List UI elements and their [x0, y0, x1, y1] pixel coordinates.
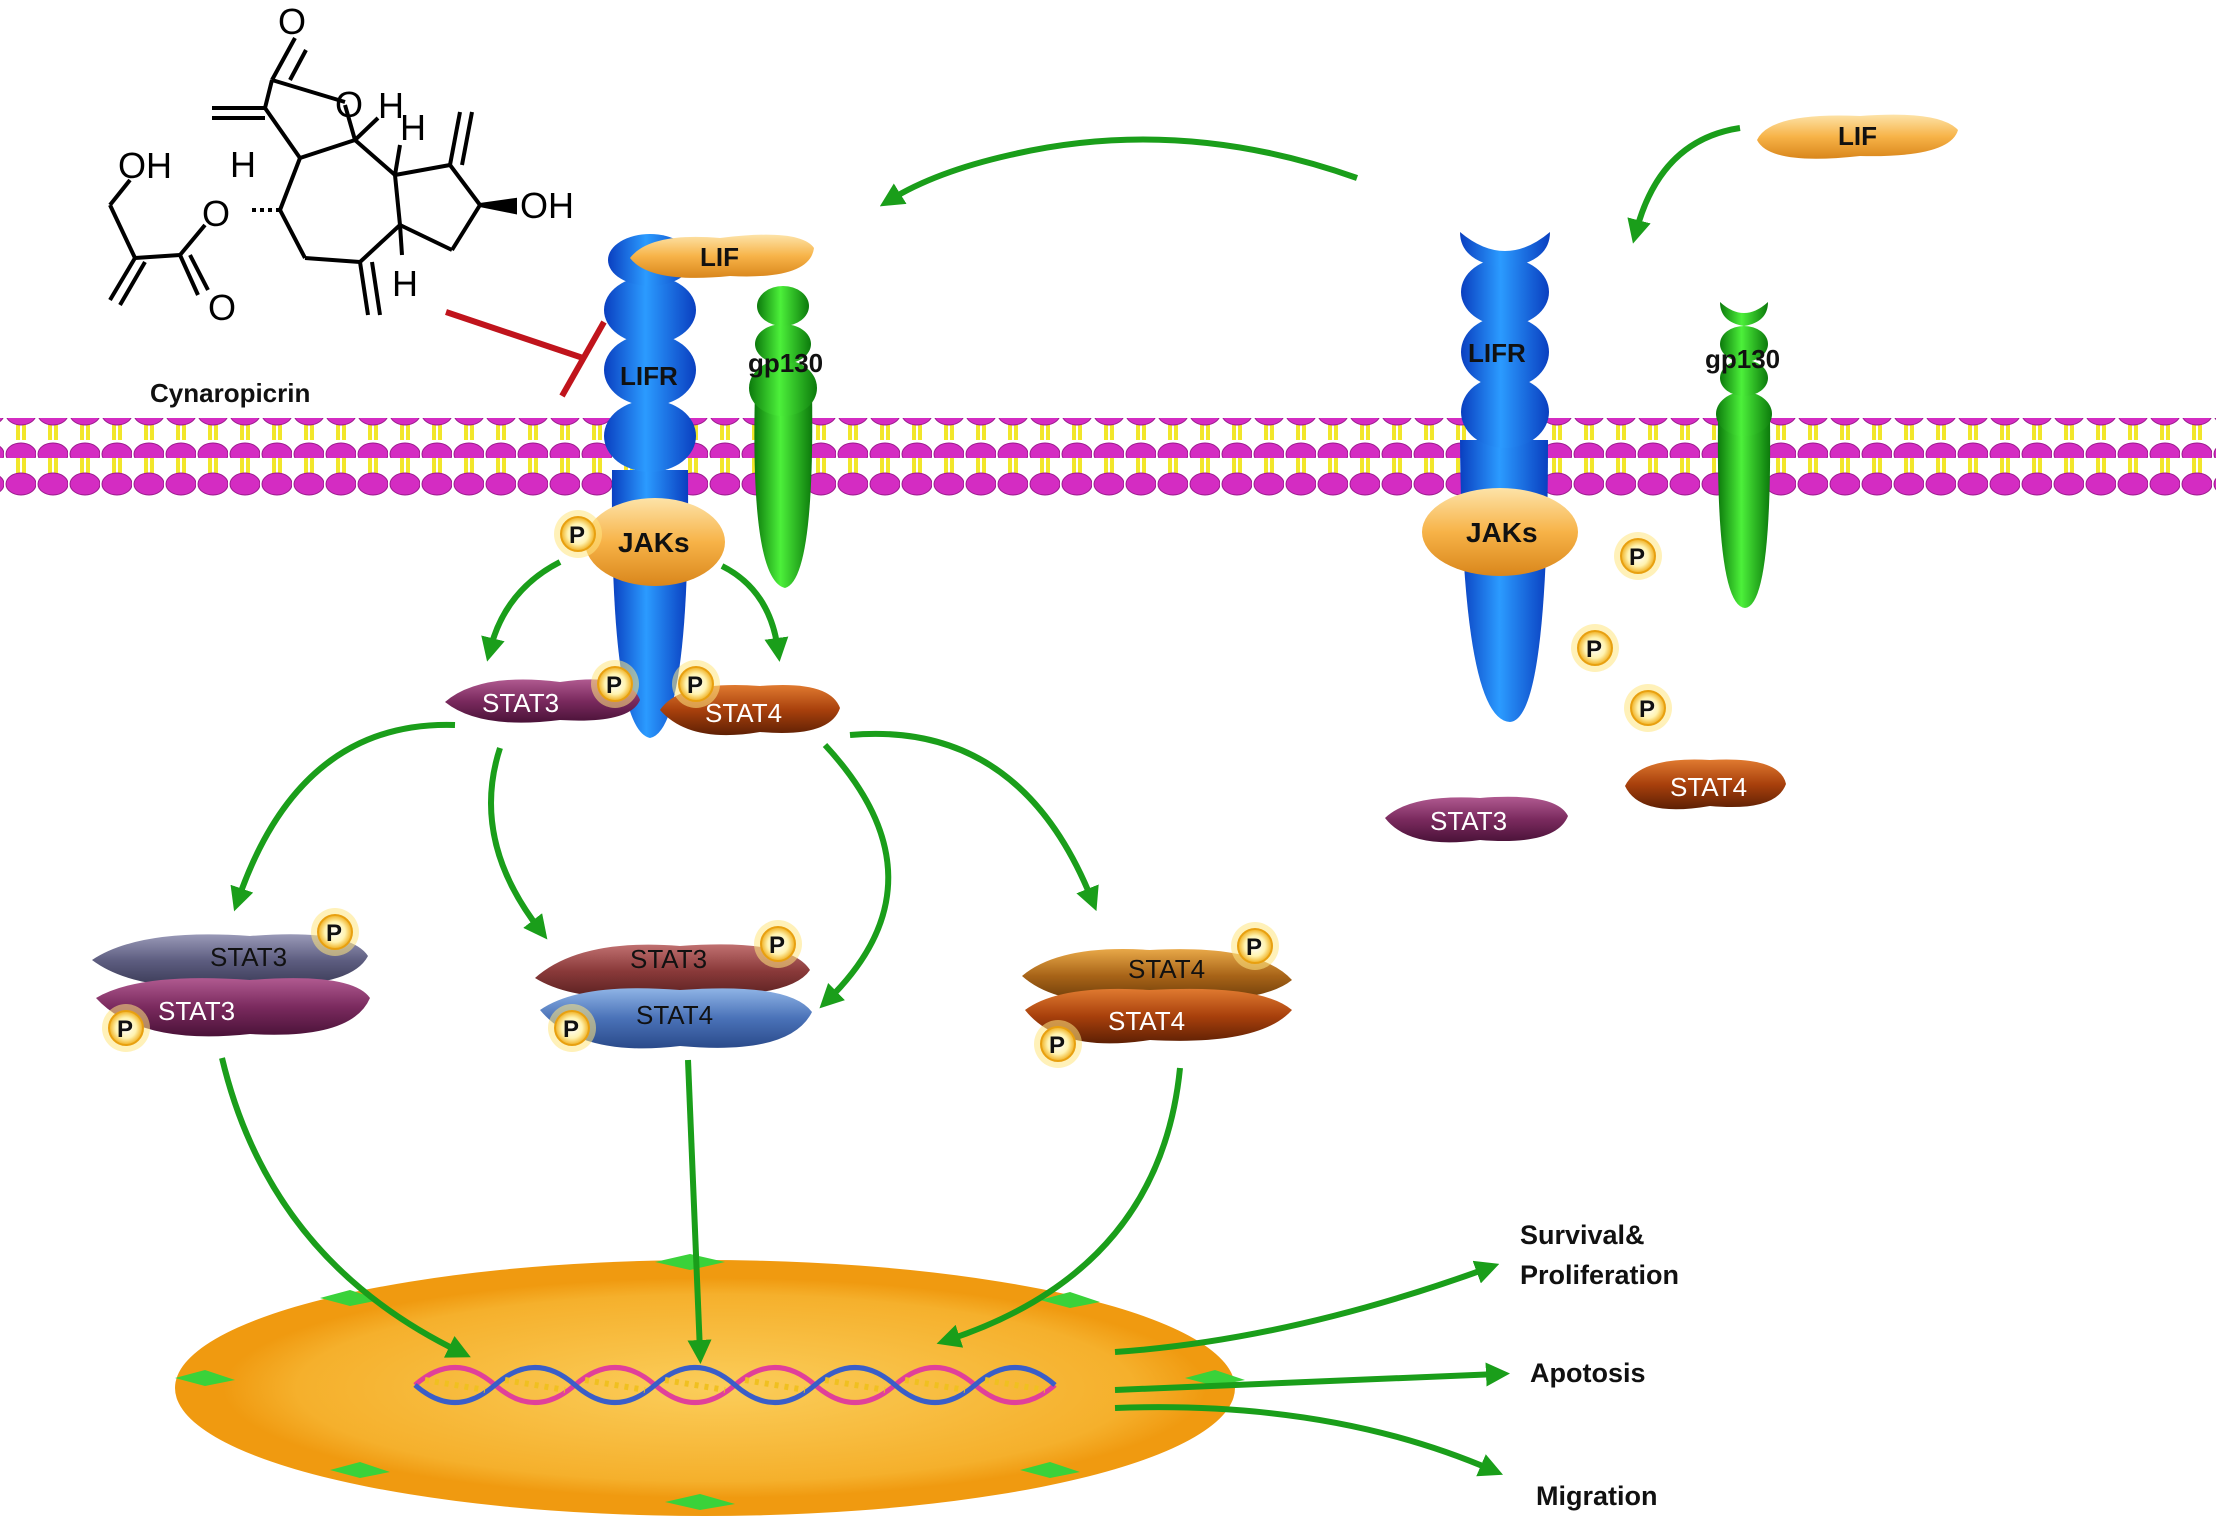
p-badge-stat3-bound: P — [590, 659, 640, 709]
svg-text:P: P — [569, 522, 585, 549]
molecule-labels: O O H H H H OH OH O O — [118, 1, 574, 328]
dimer-stat3-stat3: STAT3 STAT3 — [92, 934, 370, 1037]
dimer2-bottom-label: STAT4 — [636, 1000, 713, 1030]
svg-text:P: P — [606, 672, 622, 699]
p-badge-dimer1-top: P — [310, 907, 360, 957]
svg-text:P: P — [1629, 544, 1645, 571]
atom-o-ester: O — [202, 193, 230, 234]
cynaropicrin-structure — [108, 37, 517, 316]
lifr-receptor-right: LIFR — [1460, 232, 1550, 722]
gp130-label-left: gp130 — [748, 348, 823, 378]
outcome-survival-line2: Proliferation — [1520, 1260, 1679, 1290]
jaks-label-right: JAKs — [1466, 517, 1538, 548]
p-badge-free-3: P — [1623, 683, 1673, 733]
stat4-free: STAT4 — [1625, 759, 1786, 810]
outcome-survival-line1: Survival& — [1520, 1220, 1645, 1250]
atom-o-ring: O — [335, 84, 363, 125]
nucleus — [175, 1254, 1245, 1516]
jaks-left: JAKs — [585, 498, 725, 586]
outcome-apoptosis: Apotosis — [1530, 1358, 1646, 1388]
stat4-free-label: STAT4 — [1670, 772, 1747, 802]
p-badge-dimer1-bottom: P — [101, 1003, 151, 1053]
stat3-free: STAT3 — [1385, 796, 1568, 843]
atom-o-ester-carbonyl: O — [208, 287, 236, 328]
stat4-bound-label: STAT4 — [705, 698, 782, 728]
dna-helix — [413, 1365, 1057, 1405]
gp130-receptor-left: gp130 — [748, 286, 823, 588]
p-badge-jak: P — [553, 509, 603, 559]
cell-membrane — [0, 418, 2216, 498]
atom-h4: H — [392, 263, 418, 304]
dimer1-top-label: STAT3 — [210, 942, 287, 972]
arrows — [219, 125, 1741, 1477]
svg-text:P: P — [117, 1016, 133, 1043]
p-badge-dimer3-bottom: P — [1033, 1019, 1083, 1069]
stat3-bound-label: STAT3 — [482, 688, 559, 718]
atom-oh-left: OH — [118, 145, 172, 186]
svg-text:P: P — [1049, 1032, 1065, 1059]
atom-h1: H — [378, 85, 404, 126]
p-badge-free-1: P — [1613, 531, 1663, 581]
gp130-label-right: gp130 — [1705, 344, 1780, 374]
dimer3-top-label: STAT4 — [1128, 954, 1205, 984]
lifr-label-left: LIFR — [620, 361, 678, 391]
outcome-migration: Migration — [1536, 1481, 1658, 1511]
dimer1-bottom-label: STAT3 — [158, 996, 235, 1026]
lif-free: LIF — [1757, 114, 1958, 159]
stat3-bound: STAT3 — [445, 679, 640, 723]
svg-text:P: P — [687, 672, 703, 699]
dimer3-bottom-label: STAT4 — [1108, 1006, 1185, 1036]
lif-bound-label: LIF — [700, 242, 739, 272]
lif-free-label: LIF — [1838, 121, 1877, 151]
dimer-stat4-stat4: STAT4 STAT4 — [1022, 949, 1292, 1044]
gp130-receptor-right: gp130 — [1705, 302, 1780, 608]
inhibition-mark — [445, 309, 607, 398]
svg-text:P: P — [563, 1016, 579, 1043]
lif-bound: LIF — [630, 234, 814, 278]
stat3-free-label: STAT3 — [1430, 806, 1507, 836]
svg-text:P: P — [769, 932, 785, 959]
svg-text:P: P — [1586, 636, 1602, 663]
p-badge-stat4-bound: P — [671, 659, 721, 709]
cynaropicrin-label: Cynaropicrin — [150, 378, 310, 408]
svg-text:P: P — [1246, 934, 1262, 961]
p-badge-dimer2-top: P — [753, 919, 803, 969]
dimer-stat3-stat4: STAT3 STAT4 — [535, 944, 812, 1049]
p-badge-dimer2-bottom: P — [547, 1003, 597, 1053]
dimer2-top-label: STAT3 — [630, 944, 707, 974]
lifr-label-right: LIFR — [1468, 338, 1526, 368]
svg-text:P: P — [326, 920, 342, 947]
jaks-label-left: JAKs — [618, 527, 690, 558]
atom-h2: H — [230, 144, 256, 185]
p-badge-free-2: P — [1570, 623, 1620, 673]
p-badge-dimer3-top: P — [1230, 921, 1280, 971]
atom-oh-right: OH — [520, 185, 574, 226]
jaks-right: JAKs — [1422, 488, 1578, 576]
atom-o-carbonyl: O — [278, 1, 306, 42]
svg-text:P: P — [1639, 696, 1655, 723]
atom-h3: H — [400, 107, 426, 148]
